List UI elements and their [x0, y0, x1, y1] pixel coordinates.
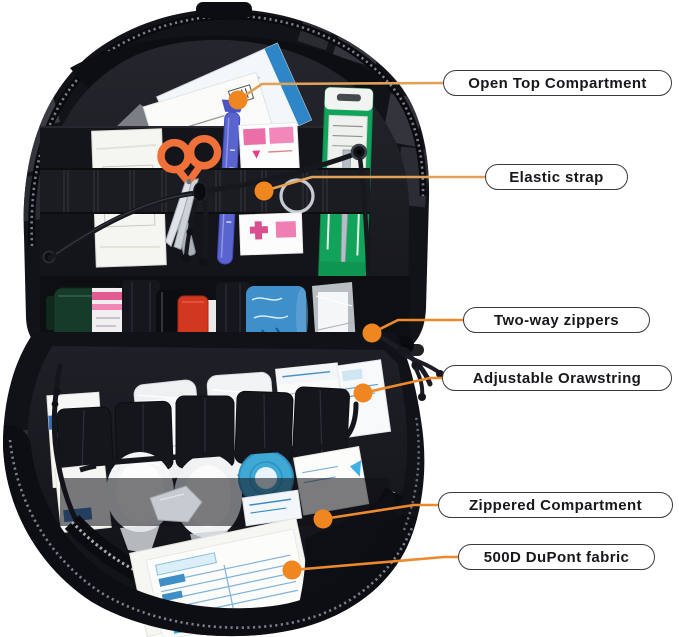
callout-lines [236, 81, 488, 572]
hanging-loop [196, 2, 252, 18]
callout-label-elastic-strap: Elastic strap [485, 164, 628, 190]
callout-dot-dupont-fabric [282, 560, 302, 580]
callout-dot-zippered-compartment [313, 509, 333, 529]
blue-printed-roll [246, 286, 306, 346]
callout-label-dupont-fabric: 500D DuPont fabric [458, 544, 655, 570]
callout-dot-elastic-strap [254, 181, 274, 201]
callout-line-zippered-compartment [321, 503, 441, 521]
callout-dot-open-top [228, 90, 248, 110]
keyring [279, 178, 315, 214]
bandage-packet-top [238, 121, 300, 172]
callout-label-two-way-zippers: Two-way zippers [463, 307, 650, 333]
callout-dot-two-way-zippers [362, 323, 382, 343]
callout-label-adjustable-drawstring: Adjustable Orawstring [442, 365, 672, 391]
callout-label-open-top-compartment: Open Top Compartment [443, 70, 672, 96]
drawstring-knot [369, 329, 444, 401]
callout-dot-adjustable-drawstring [353, 383, 373, 403]
lower-right-flap [296, 490, 397, 616]
callout-line-open-top [236, 81, 446, 102]
callout-line-two-way-zippers [370, 318, 466, 335]
bandage-packet-bottom [238, 212, 304, 256]
foil-packet [149, 485, 203, 523]
outer-rim-zipper [3, 415, 425, 637]
callout-line-dupont-fabric [290, 555, 461, 572]
callout-label-zippered-compartment: Zippered Compartment [438, 492, 673, 518]
callout-dots [228, 90, 382, 580]
callout-line-elastic-strap [262, 175, 488, 193]
callout-line-adjustable-drawstring [361, 376, 445, 395]
